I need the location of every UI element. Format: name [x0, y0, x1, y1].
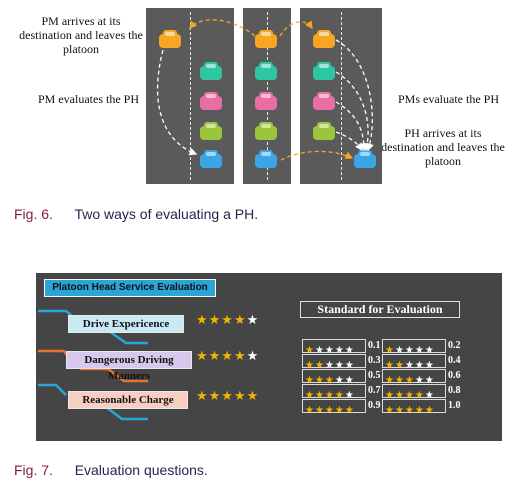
evaluation-arrows [156, 19, 374, 161]
std-value: 0.3 [368, 355, 381, 366]
std-value: 0.5 [368, 370, 381, 381]
car-olive [255, 122, 277, 140]
std-value: 1.0 [448, 400, 461, 411]
question-dangerous-driving: Dangerous Driving Manners [66, 351, 192, 382]
std-value: 0.2 [448, 340, 461, 351]
std-stars-0.1: ★★★★★ [305, 345, 355, 356]
car-green [200, 62, 222, 80]
rating-stars-reasonable-charge: ★★★★★ [196, 389, 260, 404]
rating-stars-drive-experience: ★★★★★ [196, 313, 260, 328]
standard-title: Standard for Evaluation [300, 301, 460, 318]
fig7-caption: Fig. 7. Evaluation questions. [14, 462, 208, 478]
banner-title: Platoon Head Service Evaluation [52, 282, 208, 293]
car-olive [200, 122, 222, 140]
pms-evaluate-label: PMs evaluate the PH [398, 92, 499, 106]
std-value: 0.1 [368, 340, 381, 351]
car-green [313, 62, 335, 80]
car-pm-leaving [159, 30, 181, 48]
std-value: 0.8 [448, 385, 461, 396]
standard-table: ★★★★★ 0.1 ★★★★★ 0.2 ★★★★★ 0.3 ★★★★★ 0.4 … [302, 339, 462, 416]
car-ph-leaving [354, 150, 376, 168]
car-olive [313, 122, 335, 140]
rating-stars-dangerous-driving: ★★★★★ [196, 349, 260, 364]
std-value: 0.6 [448, 370, 461, 381]
pm-evaluates-label: PM evaluates the PH [38, 92, 139, 106]
fig6-caption-number: Fig. 6. [14, 206, 53, 222]
fig7-caption-number: Fig. 7. [14, 462, 53, 478]
evaluation-panel: Platoon Head Service Evaluation Drive Ex… [36, 273, 502, 441]
fig6-caption: Fig. 6. Two ways of evaluating a PH. [14, 206, 258, 222]
car-green [255, 62, 277, 80]
ph-arrives-label: PH arrives at its destination and leaves… [381, 126, 505, 168]
car-ph-blue [200, 150, 222, 168]
car-pink [200, 92, 222, 110]
fig7-caption-text: Evaluation questions. [74, 462, 208, 478]
question-drive-experience: Drive Expericence [68, 315, 184, 333]
pm-arrives-label: PM arrives at its destination and leaves… [19, 14, 143, 56]
fig6-caption-text: Two ways of evaluating a PH. [74, 206, 259, 222]
std-value: 0.9 [368, 400, 381, 411]
question-reasonable-charge: Reasonable Charge [68, 391, 188, 409]
std-value: 0.7 [368, 385, 381, 396]
car-pink [255, 92, 277, 110]
car-ph-orange [255, 30, 277, 48]
figure-6: PM arrives at its destination and leaves… [0, 0, 516, 240]
car-pink [313, 92, 335, 110]
car-orange [313, 30, 335, 48]
std-stars-0.2: ★★★★★ [385, 345, 435, 356]
std-value: 0.4 [448, 355, 461, 366]
car-blue [255, 150, 277, 168]
panel-banner: Platoon Head Service Evaluation [44, 279, 216, 297]
